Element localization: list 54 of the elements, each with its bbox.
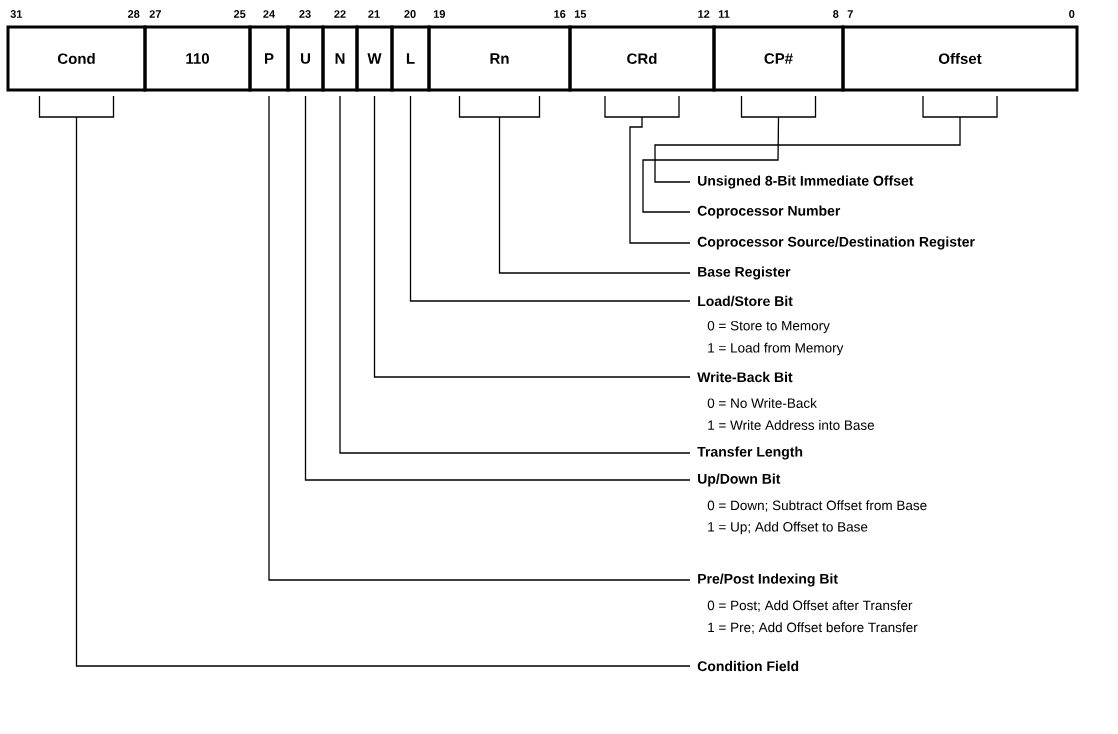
bit-number: 24 — [263, 10, 276, 18]
bit-field-box: U — [286, 25, 325, 92]
bit-number: 20 — [404, 10, 416, 18]
field-description: Up/Down Bit — [698, 473, 781, 487]
bit-field-box: Rn — [427, 25, 572, 92]
value-note: 1 = Load from Memory — [708, 342, 844, 356]
bit-field-box: Cond — [6, 25, 147, 92]
bit-number: 28 — [127, 10, 140, 18]
bit-field-box: W — [355, 25, 394, 92]
leader-line — [373, 95, 691, 378]
bit-number: 15 — [574, 10, 587, 18]
field-description: Pre/Post Indexing Bit — [698, 573, 838, 587]
leader-line — [654, 95, 998, 183]
bit-field-box: N — [321, 25, 359, 92]
leader-line — [304, 95, 691, 481]
bit-number: 23 — [299, 10, 311, 18]
bit-number: 8 — [833, 10, 839, 18]
leader-line — [268, 95, 691, 581]
bit-field-box: L — [390, 25, 431, 92]
bit-field-box: P — [248, 25, 290, 92]
value-note: 0 = No Write-Back — [707, 398, 817, 408]
field-description: Write-Back Bit — [697, 371, 793, 383]
value-note: 0 = Store to Memory — [707, 320, 830, 334]
bit-number: 21 — [368, 10, 380, 18]
bit-number: 27 — [149, 10, 161, 18]
bit-field-box: 110 — [143, 25, 252, 92]
value-note: 1 = Write Address into Base — [708, 420, 875, 430]
bit-number: 25 — [233, 10, 246, 18]
field-description: Base Register — [698, 266, 791, 280]
bit-number: 7 — [847, 10, 853, 18]
field-description: Coprocessor Number — [697, 205, 841, 219]
bit-number: 19 — [433, 10, 446, 18]
value-note: 0 = Down; Subtract Offset from Base — [707, 500, 927, 512]
bit-number: 16 — [554, 10, 566, 18]
bit-field-box: CP# — [712, 25, 845, 92]
leader-line — [642, 95, 817, 213]
field-description: Transfer Length — [697, 446, 803, 460]
bit-number: 12 — [698, 10, 710, 18]
leader-line — [339, 95, 691, 454]
field-description: Load/Store Bit — [698, 295, 793, 307]
value-note: 0 = Post; Add Offset after Transfer — [707, 600, 913, 612]
field-description: Coprocessor Source/Destination Register — [697, 236, 975, 250]
bit-number: 22 — [334, 10, 346, 18]
field-description: Unsigned 8-Bit Immediate Offset — [698, 175, 914, 189]
leader-line — [458, 95, 691, 274]
value-note: 1 = Pre; Add Offset before Transfer — [708, 622, 918, 634]
value-note: 1 = Up; Add Offset to Base — [708, 521, 868, 535]
bit-number: 11 — [718, 10, 730, 18]
field-description: Condition Field — [697, 660, 799, 672]
bit-field-box: CRd — [568, 25, 716, 92]
leader-line — [409, 95, 691, 302]
leader-line — [604, 95, 691, 244]
leader-line — [38, 95, 691, 667]
bit-field-box: Offset — [841, 25, 1079, 92]
